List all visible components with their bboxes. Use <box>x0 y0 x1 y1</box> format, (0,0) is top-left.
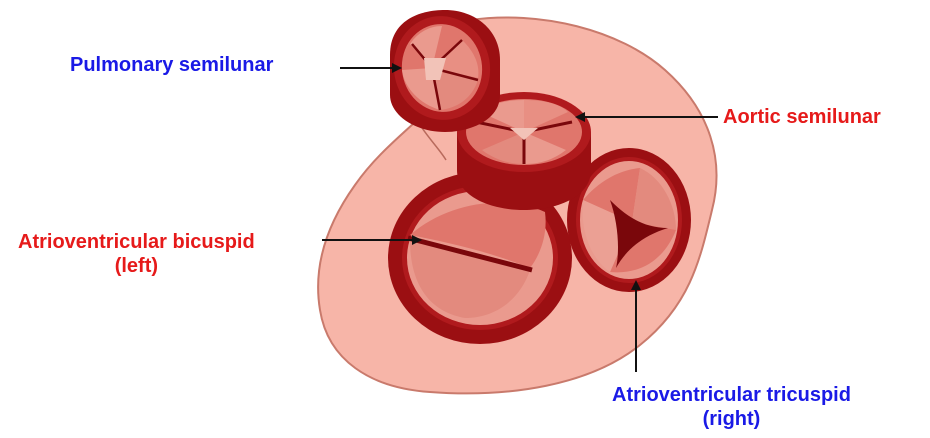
label-aortic-semilunar: Aortic semilunar <box>723 105 881 129</box>
label-pulmonary-text: Pulmonary semilunar <box>70 53 273 77</box>
label-tricuspid-line1: Atrioventricular tricuspid <box>612 383 851 407</box>
label-pulmonary-semilunar: Pulmonary semilunar <box>70 53 273 77</box>
label-atrioventricular-tricuspid: Atrioventricular tricuspid (right) <box>612 383 851 431</box>
label-aortic-text: Aortic semilunar <box>723 105 881 129</box>
pulmonary-valve <box>386 8 500 132</box>
label-bicuspid-line1: Atrioventricular bicuspid <box>18 230 255 254</box>
label-tricuspid-line2: (right) <box>612 407 851 431</box>
label-bicuspid-line2: (left) <box>18 254 255 278</box>
label-atrioventricular-bicuspid: Atrioventricular bicuspid (left) <box>18 230 255 278</box>
